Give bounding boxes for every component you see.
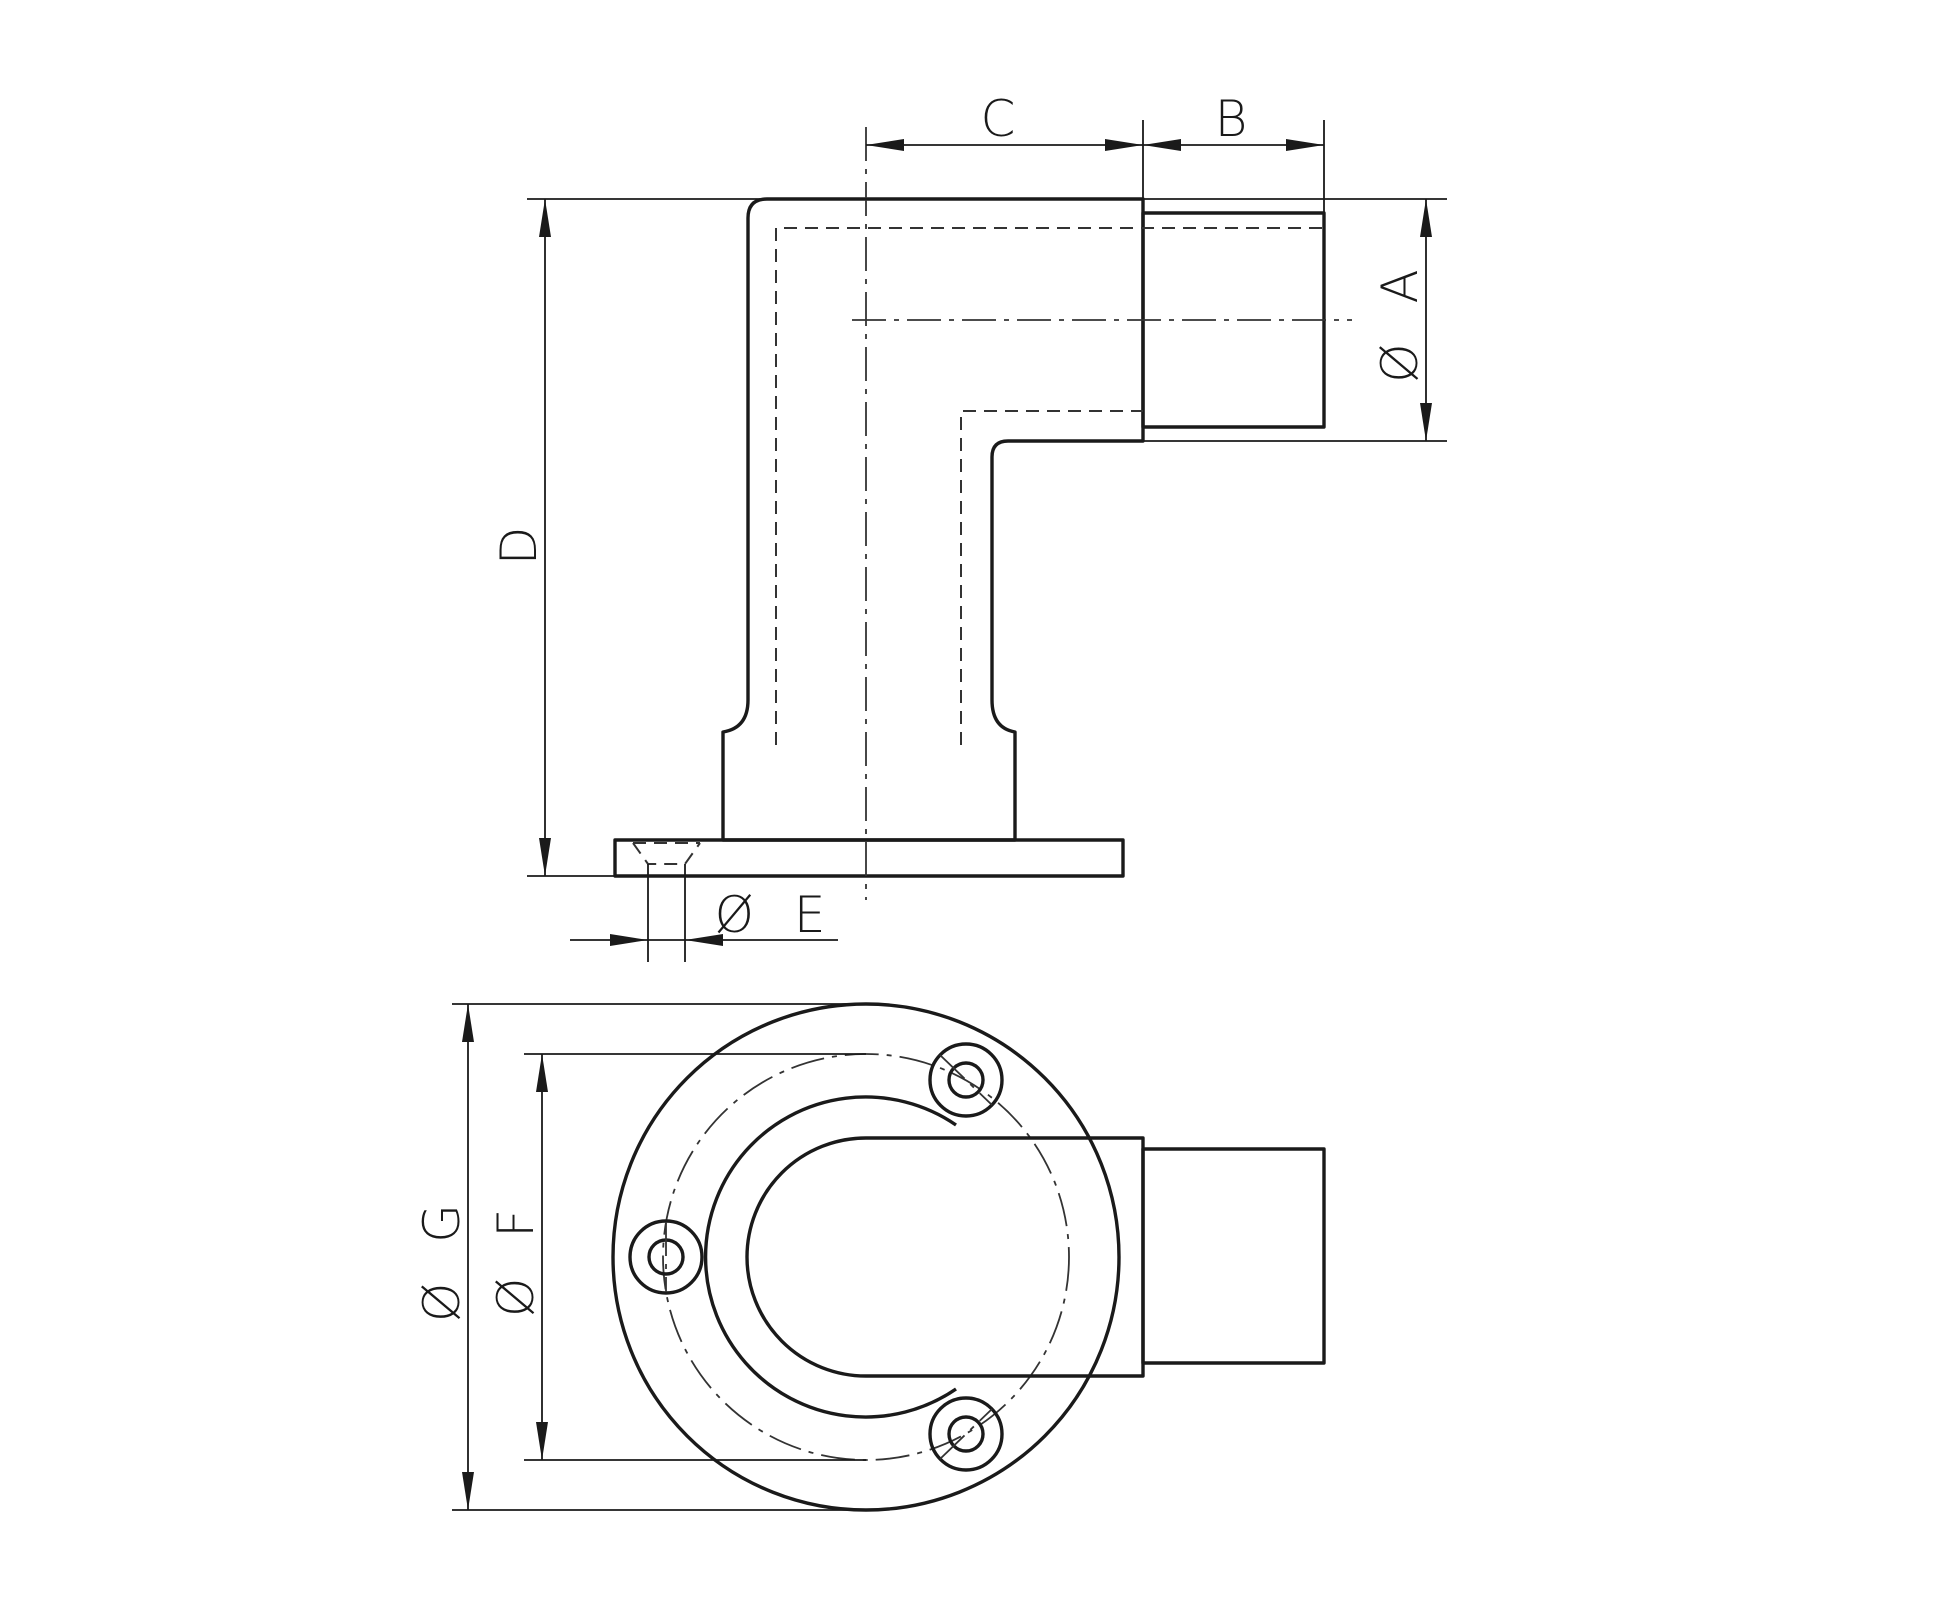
side-view — [613, 127, 1352, 900]
bolt-hole-top — [928, 1042, 1004, 1118]
base-plate — [613, 838, 1125, 878]
neck-arc — [703, 1095, 957, 1419]
dimensions-top: Ø G Ø F — [413, 1003, 866, 1511]
flange-outer-circle — [611, 1002, 1121, 1512]
elbow-body-outline — [721, 197, 1145, 842]
dim-b-arrow-left — [1143, 139, 1181, 151]
dim-e-arrow-left — [610, 934, 648, 946]
inner-bore-outer — [775, 227, 1324, 745]
pipe-body-outline — [745, 1136, 1145, 1378]
dim-e-arrow-right — [685, 934, 723, 946]
inner-bore-inner — [960, 410, 1143, 745]
dim-g-arrow-top — [462, 1004, 474, 1042]
spigot-top-outline — [1141, 1147, 1326, 1365]
dim-f-arrow-top — [536, 1054, 548, 1092]
dim-d-arrow-bottom — [539, 838, 551, 876]
dim-b-arrow-right — [1286, 139, 1324, 151]
dimensions-side: C B D Ø A Ø E — [490, 90, 1447, 962]
dim-g-label: Ø G — [413, 1192, 471, 1322]
dim-e-label: Ø E — [715, 886, 838, 944]
bolt-hole-bottom — [928, 1396, 1004, 1472]
dim-b-label: B — [1215, 90, 1260, 148]
dim-f-arrow-bottom — [536, 1422, 548, 1460]
top-view — [611, 1002, 1326, 1512]
countersink-hole — [632, 842, 701, 865]
dim-d-label: D — [490, 515, 548, 566]
bolt-circle — [662, 1053, 1070, 1461]
dim-d-arrow-top — [539, 199, 551, 237]
dim-f-label: Ø F — [487, 1197, 545, 1317]
dim-a-arrow-bottom — [1420, 403, 1432, 441]
dim-g-arrow-bottom — [462, 1472, 474, 1510]
dim-c-arrow-left — [866, 139, 904, 151]
dim-a-arrow-top — [1420, 199, 1432, 237]
bolt-hole-left — [628, 1219, 704, 1295]
dim-c-arrow-right — [1105, 139, 1143, 151]
dim-a-label: Ø A — [1371, 257, 1429, 382]
dim-c-label: C — [981, 90, 1028, 148]
